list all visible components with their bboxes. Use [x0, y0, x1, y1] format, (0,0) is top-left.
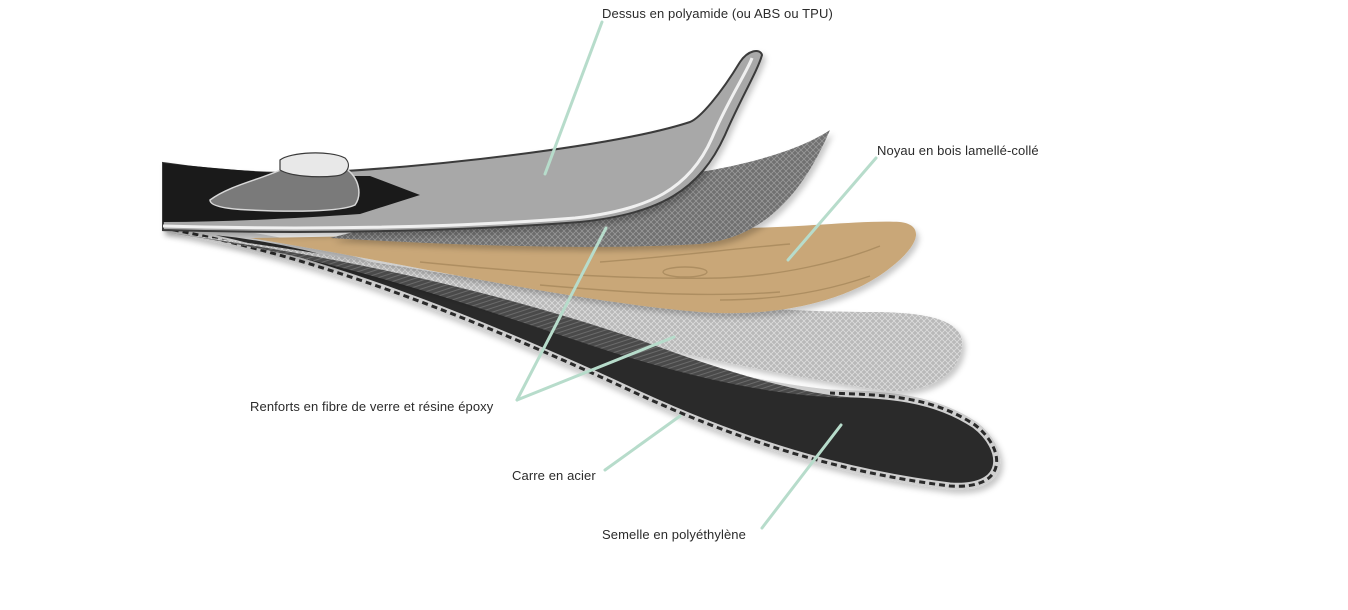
label-top-sheet: Dessus en polyamide (ou ABS ou TPU) [602, 6, 833, 21]
binding-toe-piece [279, 152, 349, 178]
leader-line-reinforcement-upper [515, 226, 608, 402]
leader-lines [515, 20, 878, 530]
dark-fiber-band [163, 232, 860, 398]
label-steel-edge: Carre en acier [512, 468, 596, 483]
label-base: Semelle en polyéthylène [602, 527, 746, 542]
wood-core [250, 221, 917, 314]
leader-line-reinforcement-lower [515, 335, 676, 402]
leader-line-base [760, 423, 843, 530]
label-wood-core: Noyau en bois lamellé-collé [877, 143, 1039, 158]
leader-line-top [543, 20, 604, 176]
steel-edge-dashes [162, 226, 999, 488]
leader-line-edge [603, 414, 682, 472]
label-reinforcements: Renforts en fibre de verre et résine épo… [250, 399, 494, 414]
wood-grain [419, 243, 881, 301]
top-sheet-edge [162, 57, 754, 230]
leader-line-core [786, 156, 878, 262]
